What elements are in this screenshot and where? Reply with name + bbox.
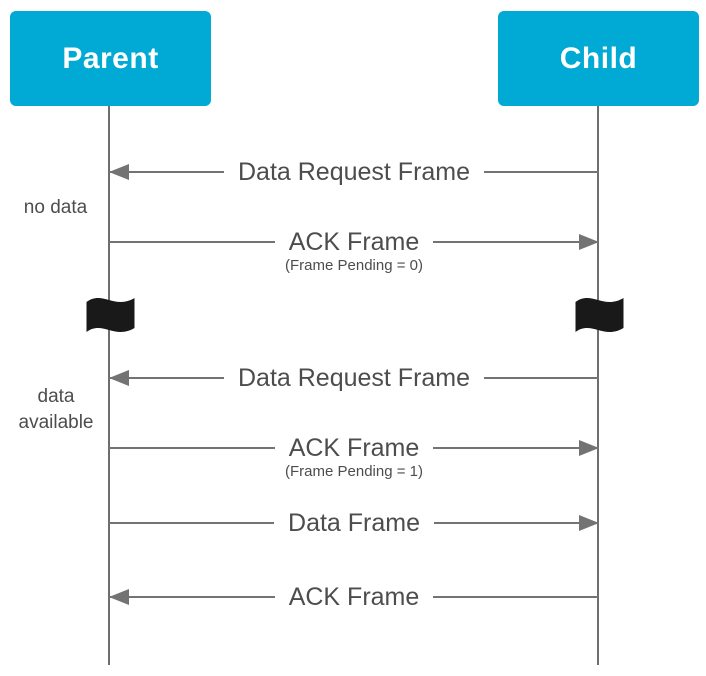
- message-data-request-1: Data Request Frame: [109, 156, 600, 188]
- message-label-wrap: Data Request Frame: [238, 364, 470, 393]
- time-break-flag-icon: [86, 298, 135, 332]
- arrowhead-right-icon: [579, 515, 599, 531]
- actor-child: Child: [498, 11, 699, 106]
- message-ack-fp0: ACK Frame (Frame Pending = 0): [109, 226, 599, 275]
- time-break-flag-icon: [575, 298, 624, 332]
- message-line: [433, 447, 599, 449]
- lifeline-child: [597, 106, 599, 665]
- message-ack-final: ACK Frame: [109, 581, 599, 613]
- message-label: ACK Frame: [288, 582, 420, 611]
- message-label-wrap: Data Request Frame: [238, 158, 470, 187]
- message-line: [433, 241, 599, 243]
- message-label: Data Frame: [288, 508, 420, 537]
- message-line: [484, 377, 600, 379]
- message-line: [109, 522, 275, 524]
- message-line: [433, 596, 599, 598]
- message-data-request-2: Data Request Frame: [109, 362, 600, 394]
- message-label-wrap: ACK Frame: [289, 583, 420, 612]
- actor-parent-label: Parent: [62, 41, 159, 75]
- arrowhead-left-icon: [109, 164, 129, 180]
- message-label-wrap: ACK Frame (Frame Pending = 0): [285, 227, 423, 275]
- message-line: [109, 171, 224, 173]
- actor-parent: Parent: [10, 11, 211, 106]
- message-line: [109, 447, 275, 449]
- message-label-wrap: ACK Frame (Frame Pending = 1): [285, 433, 423, 481]
- side-note-no-data: no data: [23, 197, 88, 218]
- message-line: [484, 171, 600, 173]
- arrowhead-right-icon: [579, 234, 599, 250]
- message-label: ACK Frame: [288, 227, 420, 256]
- message-label-wrap: Data Frame: [288, 509, 420, 538]
- message-label: Data Request Frame: [237, 363, 471, 392]
- message-line: [109, 596, 275, 598]
- arrowhead-right-icon: [579, 440, 599, 456]
- arrowhead-left-icon: [109, 370, 129, 386]
- actor-child-label: Child: [559, 41, 638, 75]
- arrowhead-left-icon: [109, 589, 129, 605]
- message-data-frame: Data Frame: [109, 507, 600, 539]
- message-line: [109, 241, 275, 243]
- message-sublabel: (Frame Pending = 0): [285, 257, 423, 275]
- message-line: [109, 377, 224, 379]
- message-label: ACK Frame: [288, 433, 420, 462]
- message-ack-fp1: ACK Frame (Frame Pending = 1): [109, 432, 599, 481]
- message-label: Data Request Frame: [237, 157, 471, 186]
- side-note-data-available: data available: [18, 386, 94, 433]
- message-line: [434, 522, 600, 524]
- message-sublabel: (Frame Pending = 1): [285, 463, 423, 481]
